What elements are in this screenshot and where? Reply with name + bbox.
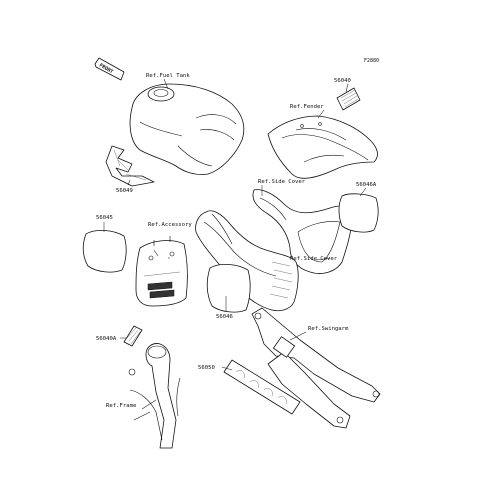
part-number-56050: 56050	[198, 365, 215, 371]
tank-decal-illustration	[105, 145, 155, 187]
fuel-tank-illustration	[129, 83, 245, 175]
callout-side-cover-lower: Ref.Side Cover	[290, 256, 338, 262]
decal-56040A	[123, 325, 143, 347]
frame-illustration	[128, 343, 181, 449]
callout-frame: Ref.Frame	[106, 403, 137, 409]
callout-fuel-tank: Ref.Fuel Tank	[146, 73, 190, 79]
part-number-56046A: 56046A	[356, 182, 377, 188]
accessory-number-plate-illustration	[135, 236, 188, 307]
fuel-cap-icon	[147, 86, 175, 102]
figure-code: F2880	[364, 58, 379, 64]
decal-56046	[206, 264, 251, 313]
decal-56050-swingarm	[223, 359, 301, 415]
decal-56046A	[338, 193, 379, 233]
leader-lines	[103, 78, 367, 410]
callout-accessory: Ref.Accessory	[148, 222, 192, 228]
part-number-56040: 56040	[334, 78, 351, 84]
part-number-56045: 56045	[96, 215, 113, 221]
callout-swingarm: Ref.Swingarm	[308, 326, 349, 332]
side-cover-upper-illustration	[252, 189, 353, 274]
front-arrow-icon	[94, 57, 125, 81]
swingarm-illustration	[251, 307, 381, 429]
side-cover-lower-illustration	[195, 210, 299, 312]
decal-56045	[82, 230, 127, 273]
fender-illustration	[267, 115, 378, 179]
part-number-56046: 56046	[216, 314, 233, 320]
callout-fender: Ref.Fender	[290, 104, 324, 110]
front-direction-marker: FRONT	[94, 57, 125, 81]
label-decal-56040	[336, 87, 361, 111]
part-number-56049: 56049	[116, 188, 133, 194]
front-label: FRONT	[98, 63, 114, 76]
callout-side-cover-upper: Ref.Side Cover	[258, 179, 306, 185]
part-number-56040A: 56040A	[96, 336, 117, 342]
